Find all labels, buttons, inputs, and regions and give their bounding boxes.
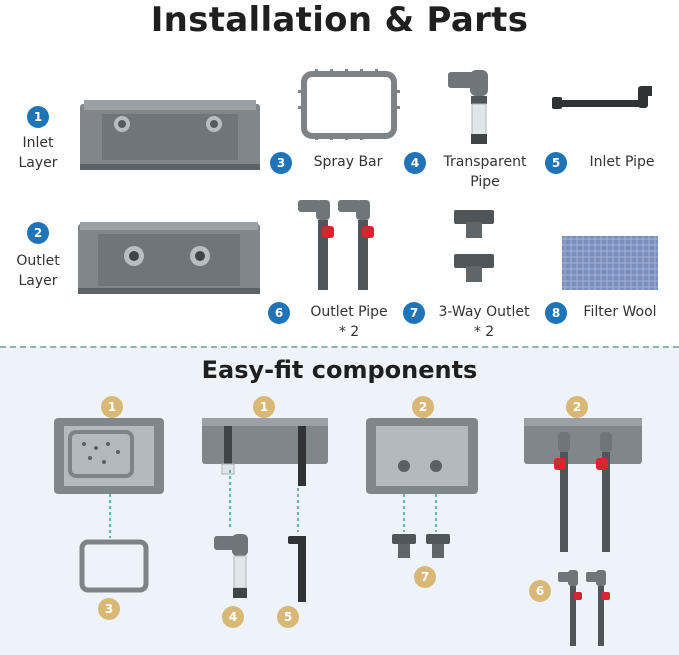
connector-line-c2 [435, 494, 437, 532]
connector-line-a [109, 494, 111, 538]
easy-badge-outlet-layer-b: 2 [566, 396, 588, 418]
spray-bar-image [298, 69, 400, 140]
easy-badge-spray-bar: 3 [98, 598, 120, 620]
inlet-layer-image [80, 100, 260, 170]
inlet-pipe-small [288, 536, 306, 602]
spray-bar-small [79, 539, 149, 593]
part-5-badge: 5 [545, 152, 567, 174]
part-8-label: Filter Wool [583, 304, 657, 320]
part-6-label-line1: Outlet Pipe [310, 304, 388, 320]
part-3-label: Spray Bar [313, 154, 383, 170]
part-4-label-line1: Transparent [443, 154, 527, 170]
part-7-label-line2: * 2 [473, 324, 495, 340]
easy-badge-inlet-layer-b: 1 [253, 396, 275, 418]
filter-wool-image [562, 236, 658, 290]
part-2-label-line1: Outlet [16, 253, 60, 269]
easy-badge-outlet-pipes: 6 [529, 580, 551, 602]
easy-badge-transparent-pipe: 4 [222, 606, 244, 628]
part-4-label-line2: Pipe [470, 174, 500, 190]
part-7-label-line1: 3-Way Outlet [438, 304, 530, 320]
connector-line-c1 [403, 494, 405, 532]
inlet-layer-side-view [202, 418, 328, 486]
easy-badge-inlet-layer-a: 1 [101, 396, 123, 418]
easy-badge-outlet-layer-a: 2 [412, 396, 434, 418]
easy-fit-title: Easy-fit components [201, 356, 478, 384]
part-1-label-line1: Inlet [22, 135, 54, 151]
easy-badge-three-way: 7 [414, 566, 436, 588]
outlet-layer-side-view [524, 418, 642, 552]
three-way-outlet-small [392, 534, 450, 558]
outlet-layer-top-view [366, 418, 478, 494]
connector-line-b2 [297, 488, 299, 532]
part-8-badge: 8 [545, 302, 567, 324]
part-1-badge: 1 [27, 106, 49, 128]
part-7-badge: 7 [403, 302, 425, 324]
transparent-pipe-small [214, 534, 248, 598]
outlet-layer-image [78, 222, 260, 294]
page-title: Installation & Parts [150, 0, 529, 40]
part-1-label-line2: Layer [18, 155, 58, 171]
part-6-label-line2: * 2 [338, 324, 360, 340]
part-6-badge: 6 [268, 302, 290, 324]
part-4-badge: 4 [404, 152, 426, 174]
outlet-pipes-small [558, 570, 610, 646]
three-way-outlet-image [454, 210, 494, 282]
transparent-pipe-image [448, 70, 488, 144]
inlet-pipe-image [552, 86, 652, 109]
part-5-label: Inlet Pipe [589, 154, 655, 170]
inlet-layer-top-view [54, 418, 164, 494]
easy-badge-inlet-pipe: 5 [277, 606, 299, 628]
part-2-badge: 2 [27, 222, 49, 244]
outlet-pipe-image [298, 200, 374, 290]
part-3-badge: 3 [270, 152, 292, 174]
part-2-label-line2: Layer [18, 273, 58, 289]
connector-line-b1 [229, 470, 231, 530]
